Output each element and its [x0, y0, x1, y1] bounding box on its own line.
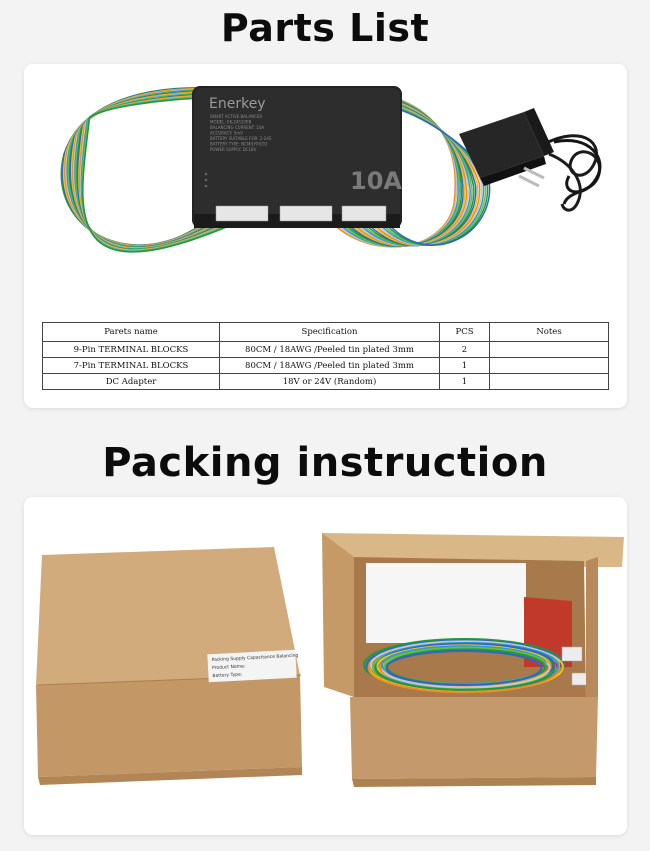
box-label-line1: Packing Supply Capacitance Balancing	[211, 653, 298, 664]
open-box	[322, 533, 624, 787]
box-label-line2: Product Name:	[212, 663, 246, 671]
packing-image: Packing Supply Capacitance Balancing Pro…	[36, 533, 624, 787]
parts-table-wrap: Parets name Specification PCS Notes 9-Pi…	[42, 322, 609, 390]
device-spec-line: MODEL: EK-24S10EB	[210, 120, 251, 125]
cell-pcs: 2	[439, 341, 490, 358]
connector-9pin-2	[279, 205, 333, 222]
device-spec-line: BATTERY SUITABLE FOR: 2-24S	[210, 136, 272, 141]
device-spec-line: BALANCING CURRENT: 10A	[210, 125, 264, 130]
wire-bundle-right	[323, 89, 491, 248]
header-pcs: PCS	[439, 322, 490, 342]
box-label	[207, 649, 297, 683]
cell-notes	[489, 357, 609, 374]
connector-9pin-1	[215, 205, 269, 222]
wire-coil-in-box	[363, 638, 565, 694]
cell-specification: 80CM / 18AWG /Peeled tin plated 3mm	[219, 341, 440, 358]
device-spec-line: BATTERY TYPE: NCM/LFP/LTO	[210, 142, 267, 147]
cell-specification: 80CM / 18AWG /Peeled tin plated 3mm	[219, 357, 440, 374]
coiled-wire	[385, 650, 543, 686]
cell-specification: 18V or 24V (Random)	[219, 373, 440, 390]
parts-table: Parets name Specification PCS Notes 9-Pi…	[42, 322, 609, 390]
table-row: 9-Pin TERMINAL BLOCKS 80CM / 18AWG /Peel…	[42, 341, 609, 358]
cell-pcs: 1	[439, 357, 490, 374]
device-spec-line: SMART ACTIVE BALANCER	[210, 114, 262, 119]
packing-instruction-title: Packing instruction	[102, 440, 548, 486]
table-row: 7-Pin TERMINAL BLOCKS 80CM / 18AWG /Peel…	[42, 357, 609, 374]
wire	[82, 95, 309, 253]
cell-part-name: DC Adapter	[42, 373, 220, 390]
rating-label: 10A	[350, 167, 402, 195]
parts-list-title: Parts List	[220, 6, 430, 50]
table-header-row: Parets name Specification PCS Notes	[42, 322, 609, 342]
wire-bundle-left	[60, 87, 309, 253]
table-row: DC Adapter 18V or 24V (Random) 1	[42, 373, 609, 390]
connector-7pin	[341, 205, 387, 222]
dc-adapter	[459, 108, 602, 212]
packing-card: Packing Supply Capacitance Balancing Pro…	[24, 497, 627, 835]
device-spec-line: POWER SUPPLY: DC18V	[210, 147, 257, 152]
header-parts-name: Parets name	[42, 322, 220, 342]
brand-logo: Enerkey	[209, 96, 266, 112]
header-specification: Specification	[219, 322, 440, 342]
cell-notes	[489, 373, 609, 390]
cell-notes	[489, 341, 609, 358]
closed-box: Packing Supply Capacitance Balancing Pro…	[36, 547, 302, 785]
box-label-line3: Battery Type:	[212, 672, 242, 680]
cell-part-name: 7-Pin TERMINAL BLOCKS	[42, 357, 220, 374]
header-notes: Notes	[489, 322, 609, 342]
cell-part-name: 9-Pin TERMINAL BLOCKS	[42, 341, 220, 358]
cell-pcs: 1	[439, 373, 490, 390]
device-white-box	[366, 563, 526, 643]
device-spec-line: ACCURACY: 5mV	[210, 131, 243, 136]
